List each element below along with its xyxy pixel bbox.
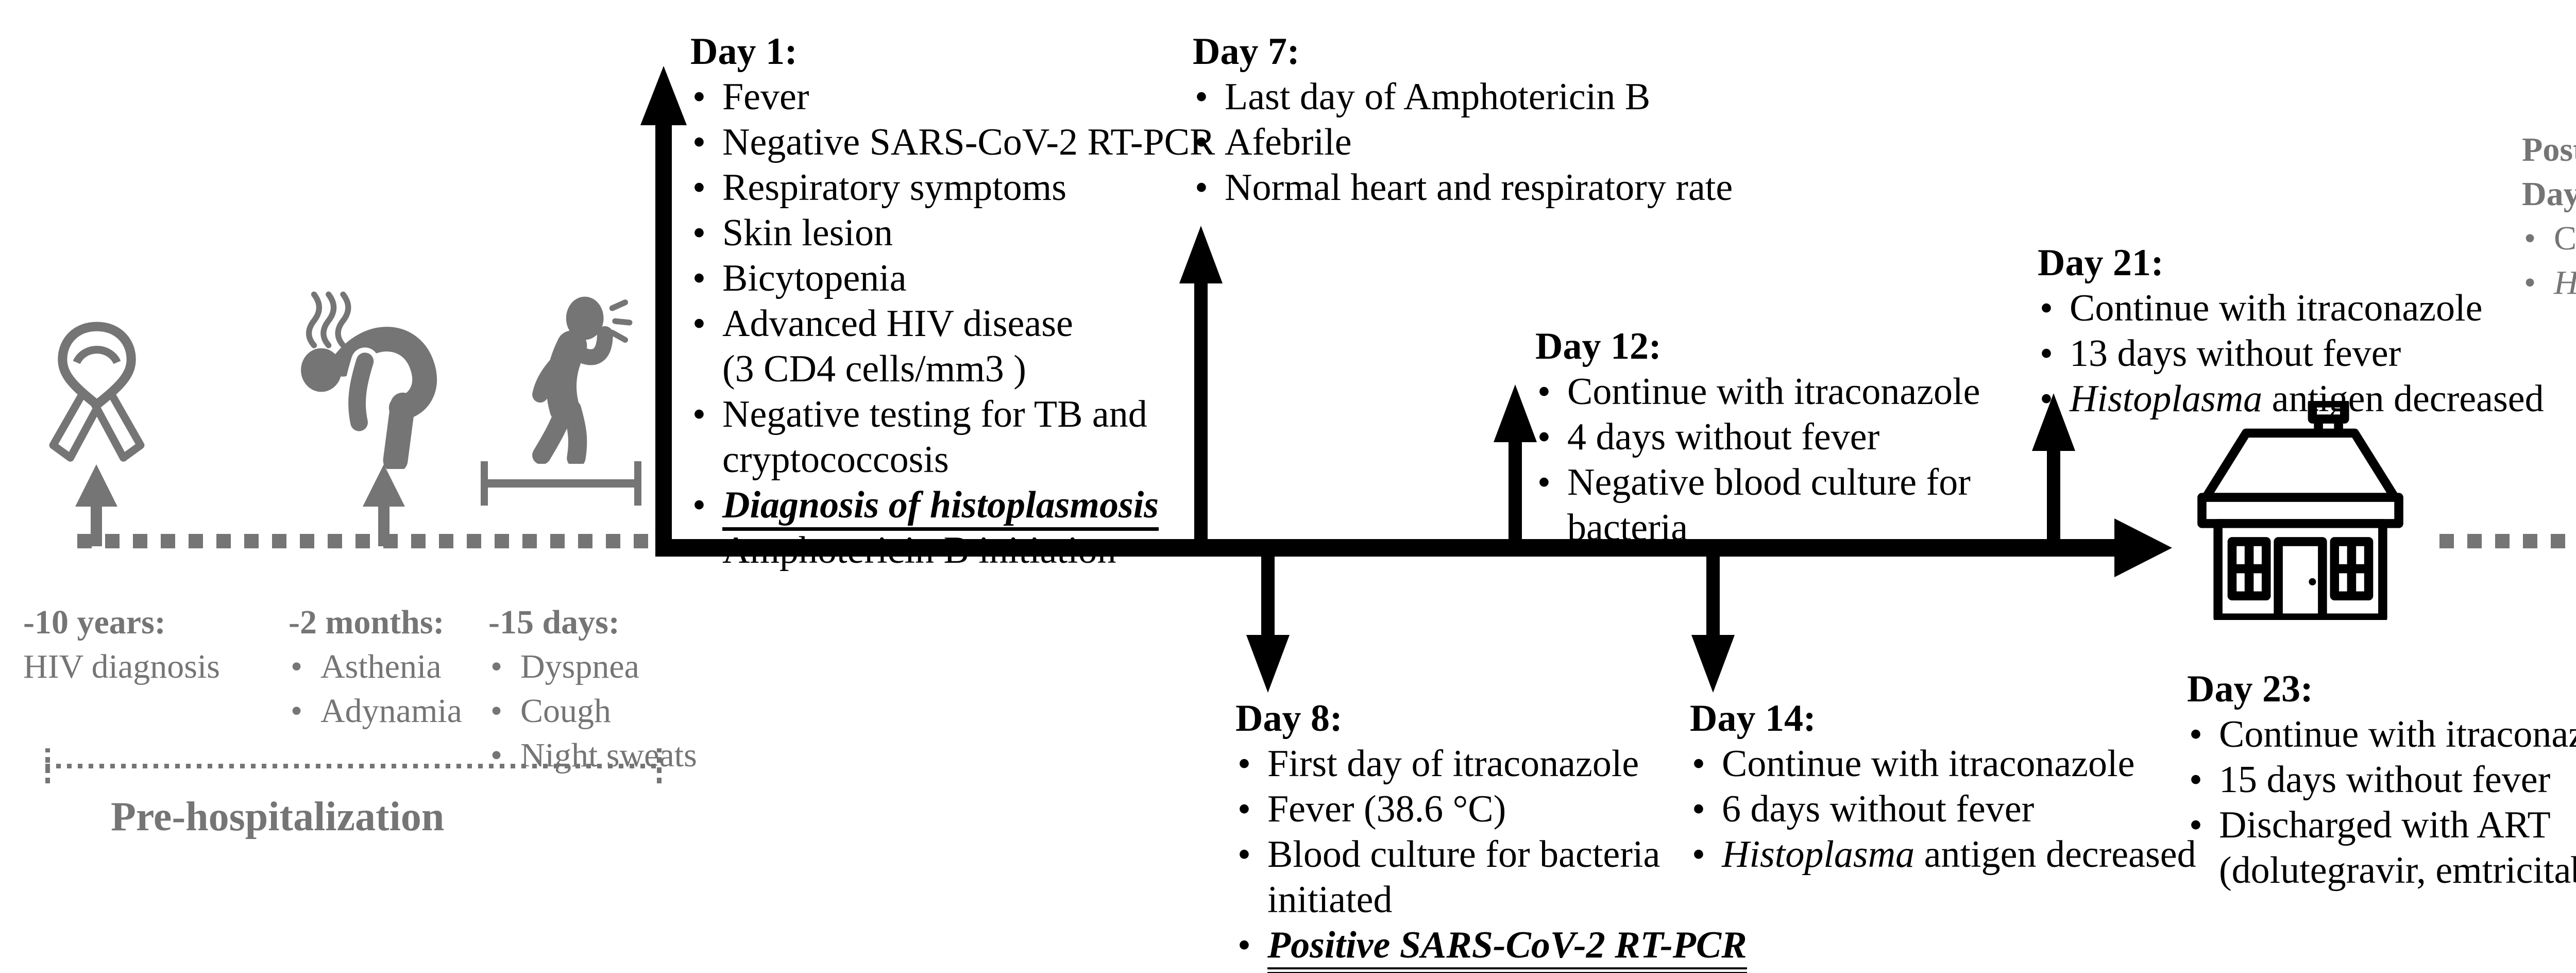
milestone-15-days-title: -15 days: (488, 603, 620, 641)
milestone-15-days: -15 days: Dyspnea Cough Night sweats (488, 600, 697, 778)
day7-title: Day 7: (1193, 30, 1300, 73)
milestone-2-months: -2 months: Asthenia Adynamia (289, 600, 462, 733)
fatigue-person-icon (301, 291, 437, 469)
day1-item-tb: Negative testing for TB and (690, 392, 1215, 437)
day51-label: Day 51 (2522, 175, 2576, 213)
day7-item-vitals: Normal heart and respiratory rate (1193, 165, 1733, 210)
day12-block: Day 12: Continue with itraconazole 4 day… (1535, 324, 1980, 550)
day21-block: Day 21: Continue with itraconazole 13 da… (2038, 240, 2544, 422)
day8-down-arrowhead-icon (1246, 635, 1290, 693)
day8-pcr-text: Positive SARS-CoV-2 RT-PCR (1267, 924, 1747, 973)
day21-histoplasma-word: Histoplasma (2070, 378, 2263, 420)
day51-item-histoplasma: Histoplasma antigen decreased (2522, 261, 2576, 305)
day1-item-diagnosis: Diagnosis of histoplasmosis (690, 482, 1215, 531)
day8-item-culture-cont: initiated (1267, 879, 1393, 921)
day1-item-tb-cont: cryptococcosis (722, 439, 949, 481)
day21-item-fever: 13 days without fever (2038, 331, 2544, 376)
day8-item-culture: Blood culture for bacteria (1235, 832, 1747, 877)
day12-item-itraconazole: Continue with itraconazole (1535, 369, 1980, 414)
pre-hospitalization-bracket-left-tick (45, 748, 50, 783)
day23-item-fever: 15 days without fever (2187, 757, 2576, 802)
day51-item-clinical: Clinical improvement (2522, 216, 2576, 261)
day8-item-pcr: Positive SARS-CoV-2 RT-PCR (1235, 922, 1747, 973)
axis-vertical-line (655, 120, 672, 557)
milestone-15-days-item-dyspnea: Dyspnea (488, 645, 697, 689)
day1-item-hiv-cont: (3 CD4 cells/mm3 ) (722, 348, 1026, 390)
interval-bar (481, 479, 641, 488)
day21-title: Day 21: (2038, 242, 2164, 284)
milestone-2-months-item-adynamia: Adynamia (289, 689, 462, 733)
day12-up-arrowhead-icon (1494, 384, 1537, 442)
day1-item-fever: Fever (690, 74, 1215, 120)
day21-item-histoplasma: Histoplasma antigen decreased (2038, 376, 2544, 422)
hiv-milestone-arrow-shaft (91, 503, 102, 546)
day14-item-histoplasma: Histoplasma antigen decreased (1690, 832, 2196, 877)
day7-item-amphotericin: Last day of Amphotericin B (1193, 74, 1733, 120)
milestone-2-months-title: -2 months: (289, 603, 445, 641)
milestone-10-years-item: HIV diagnosis (23, 648, 220, 685)
day8-item-fever: Fever (38.6 °C) (1235, 786, 1747, 832)
day14-down-arrowhead-icon (1691, 635, 1735, 693)
day14-histoplasma-rest: antigen decreased (1914, 833, 2196, 876)
day23-block: Day 23: Continue with itraconazole 15 da… (2187, 666, 2576, 893)
day21-up-arrow-shaft (2047, 447, 2060, 539)
asthenia-milestone-arrow-shaft (378, 503, 389, 546)
day1-diagnosis-text: Diagnosis of histoplasmosis (722, 484, 1159, 531)
day12-up-arrow-shaft (1509, 438, 1522, 539)
day1-item-amphotericin: Amphotericin B initiation (690, 528, 1215, 573)
day14-block: Day 14: Continue with itraconazole 6 day… (1690, 696, 2196, 877)
day1-block: Day 1: Fever Negative SARS-CoV-2 RT-PCR … (690, 29, 1215, 573)
hiv-milestone-arrowhead-icon (75, 464, 117, 507)
cough-person-icon (532, 296, 633, 464)
day12-item-culture-cont: bacteria (1567, 507, 1688, 549)
day1-item-pcr: Negative SARS-CoV-2 RT-PCR (690, 120, 1215, 165)
day8-down-arrow-shaft (1261, 557, 1275, 638)
day1-item-bicytopenia: Bicytopenia (690, 256, 1215, 301)
day21-histoplasma-rest: antigen decreased (2262, 378, 2544, 420)
day51-histoplasma-word: Histoplasma (2554, 264, 2576, 301)
day8-title: Day 8: (1235, 697, 1343, 740)
pre-hospitalization-bracket-line (45, 764, 662, 768)
day7-item-afebrile: Afebrile (1193, 120, 1733, 165)
asthenia-milestone-arrowhead-icon (363, 464, 405, 507)
day14-title: Day 14: (1690, 697, 1816, 740)
day14-down-arrow-shaft (1706, 557, 1720, 638)
milestone-15-days-item-cough: Cough (488, 689, 697, 733)
day14-histoplasma-word: Histoplasma (1722, 833, 1915, 876)
day12-title: Day 12: (1535, 325, 1662, 367)
day21-item-itraconazole: Continue with itraconazole (2038, 286, 2544, 331)
day23-item-itraconazole: Continue with itraconazole (2187, 712, 2576, 757)
house-icon (2197, 401, 2403, 620)
milestone-2-months-item-asthenia: Asthenia (289, 645, 462, 689)
day7-block: Day 7: Last day of Amphotericin B Afebri… (1193, 29, 1733, 210)
pre-hospitalization-dashed-line (77, 534, 655, 548)
pre-hospitalization-label: Pre-hospitalization (111, 794, 445, 840)
post-hospitalization-dashed-line (2439, 534, 2576, 548)
day1-item-skin: Skin lesion (690, 210, 1215, 256)
awareness-ribbon-icon (49, 322, 145, 462)
milestone-10-years: -10 years: HIV diagnosis (23, 600, 220, 689)
axis-right-arrowhead-icon (2114, 518, 2172, 577)
post-hospitalization-heading: Post-hospitalization (2522, 131, 2576, 169)
day12-item-culture: Negative blood culture for (1535, 460, 1980, 505)
day23-title: Day 23: (2187, 668, 2313, 710)
day23-item-art: Discharged with ART (2187, 802, 2576, 848)
post-hospitalization-block: Post-hospitalization Day 51 Clinical imp… (2522, 128, 2576, 305)
interval-bar-left-cap (481, 461, 488, 506)
interval-bar-right-cap (634, 461, 641, 506)
day8-block: Day 8: First day of itraconazole Fever (… (1235, 696, 1747, 973)
day8-item-itraconazole: First day of itraconazole (1235, 741, 1747, 786)
day14-item-itraconazole: Continue with itraconazole (1690, 741, 2196, 786)
day23-item-art-cont: (dolutegravir, emtricitabine and tenofov… (2219, 849, 2576, 892)
milestone-15-days-item-night-sweats: Night sweats (488, 733, 697, 778)
axis-top-arrowhead-icon (640, 66, 687, 125)
day1-title: Day 1: (690, 30, 798, 73)
day1-item-respiratory: Respiratory symptoms (690, 165, 1215, 210)
day14-item-fever: 6 days without fever (1690, 786, 2196, 832)
milestone-10-years-title: -10 years: (23, 603, 166, 641)
day12-item-fever: 4 days without fever (1535, 414, 1980, 460)
day1-item-hiv: Advanced HIV disease (690, 301, 1215, 346)
